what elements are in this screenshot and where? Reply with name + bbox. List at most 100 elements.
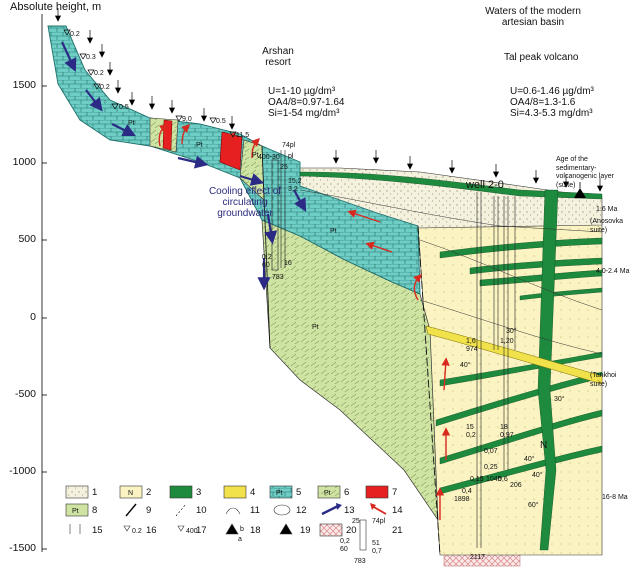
tal-oa: OA4/8=1.3-1.6 [510, 97, 576, 108]
deep-well-val: 0,25 [484, 464, 498, 471]
precipitation-arrows [54, 8, 604, 192]
cooling-label: Cooling effect of circulating groundwate… [208, 186, 282, 219]
deep-well-val: 2117 [470, 554, 486, 561]
deep-well-val: 1,20 [500, 338, 514, 345]
well-mid: 60 [262, 262, 270, 269]
dip: 30° [554, 396, 565, 403]
legend-pt-6: Pt [324, 490, 331, 497]
legend-number: 18 [250, 525, 261, 536]
legend-21-74pl: 74pl [372, 518, 386, 525]
legend-number: 13 [344, 505, 355, 516]
spring-val: 0.2 [70, 31, 80, 38]
red-flow-arrows [158, 124, 451, 520]
blue-flow-arrows [61, 41, 307, 291]
deep-well-val: 0,97 [500, 432, 514, 439]
deep-well-2-0 [476, 192, 516, 548]
legend-number: 14 [392, 505, 403, 516]
age-anosovka: (Anosovka suite) [590, 218, 624, 234]
legend-18-a: a [238, 536, 242, 543]
tal-si: Si=4.3-5.3 mg/dm³ [510, 108, 593, 119]
legend-number: 19 [300, 525, 311, 536]
y-tick-500: 500 [18, 233, 36, 245]
legend-well-depth: 400 [186, 528, 198, 535]
well-mid: 15,2 [288, 178, 302, 185]
y-tick-m1500: -1500 [9, 542, 36, 554]
legend-21-07: 0,7 [372, 548, 382, 555]
pt-label: Pt [312, 324, 319, 331]
age-1-6: 1.6 Ma [596, 206, 618, 213]
legend-number: 5 [296, 487, 302, 498]
well-top: 25 [280, 164, 288, 171]
dip: 40° [460, 362, 471, 369]
y-tick-m500: -500 [14, 388, 36, 400]
age-4-2-4: 4.0-2.4 Ma [596, 268, 630, 275]
dip: 40° [524, 456, 535, 463]
legend-number: 7 [392, 487, 398, 498]
y-tick-m1000: -1000 [9, 465, 36, 477]
legend-number: 9 [146, 505, 152, 516]
deep-well-val: 1045 [486, 476, 502, 483]
neogene-basin [417, 219, 603, 556]
volcano-symbol [574, 182, 586, 198]
pt-label: Pt [128, 120, 135, 127]
tal-u: U=0.6-1.46 µg/dm³ [510, 86, 594, 97]
arshan-si: Si=1-54 mg/dm³ [268, 108, 340, 119]
deep-well-val: 974 [466, 346, 478, 353]
legend-pt-5: Pt [276, 490, 283, 497]
legend-number: 15 [92, 525, 103, 536]
y-tick-1000: 1000 [12, 156, 36, 168]
well-mid: 0,2 [262, 254, 272, 261]
dip: 60° [528, 502, 539, 509]
age-16-8: 16-8 Ma [602, 494, 628, 501]
deep-well-val: 1,6 [466, 338, 476, 345]
spring-val: 0.3 [86, 54, 96, 61]
y-axis-title: Absolute height, m [10, 1, 102, 13]
y-tick-0: 0 [30, 311, 36, 323]
spring-val: 0.5 [119, 104, 129, 111]
legend-number: 3 [196, 487, 202, 498]
age-tankhoi: (Tankhoi suite) [590, 372, 617, 388]
legend-21-25: 25 [352, 518, 360, 525]
well-bottom: 783 [272, 274, 284, 281]
n-label: N [540, 440, 548, 451]
sand-horizon [425, 325, 603, 385]
arshan-oa: OA4/8=0.97-1.64 [268, 97, 345, 108]
pt-label: Pt [196, 142, 203, 149]
y-tick-1500: 1500 [12, 79, 36, 91]
granite-intrusion-2 [162, 119, 173, 151]
legend-18-b: b [240, 526, 244, 533]
spring-val: 0.5 [216, 118, 226, 125]
legend-21-02: 0,2 [340, 538, 350, 545]
legend-number: 17 [196, 525, 207, 536]
deep-well-val: 18 [500, 424, 508, 431]
legend-number: 20 [346, 525, 357, 536]
basin-label: Waters of the modern artesian basin [485, 6, 581, 28]
legend-symbols [65, 485, 389, 551]
spring-val: 0.2 [100, 84, 110, 91]
legend-number: 10 [196, 505, 207, 516]
deep-well-val: 0,4 [462, 488, 472, 495]
legend-pt-8: Pt [72, 508, 79, 515]
legend-spring-value: 0.2 [132, 528, 142, 535]
deep-well-val: 0,15 [470, 476, 484, 483]
legend-number: 1 [92, 487, 98, 498]
boundary-lines [299, 189, 603, 355]
spring-val: 9,0 [182, 116, 192, 123]
y-axis-ticks [42, 85, 47, 550]
legend-number: 21 [392, 525, 403, 536]
arshan-well [271, 150, 286, 271]
spring-val: 0.2 [94, 70, 104, 77]
age-header: Age of the sedimentary-volcanogenic laye… [556, 156, 614, 189]
pt-label: Pt [252, 152, 259, 159]
well-top: 400-30 [258, 154, 280, 161]
deep-well-val: 1898 [454, 496, 470, 503]
deep-well-val: 0,2 [466, 432, 476, 439]
legend-21-783: 783 [354, 558, 366, 565]
well-top: pl [288, 153, 294, 160]
legend-number: 16 [146, 525, 157, 536]
well-label: well 2-0 [466, 179, 504, 191]
legend-number: 12 [296, 505, 307, 516]
tal-label: Tal peak volcano [504, 52, 579, 63]
